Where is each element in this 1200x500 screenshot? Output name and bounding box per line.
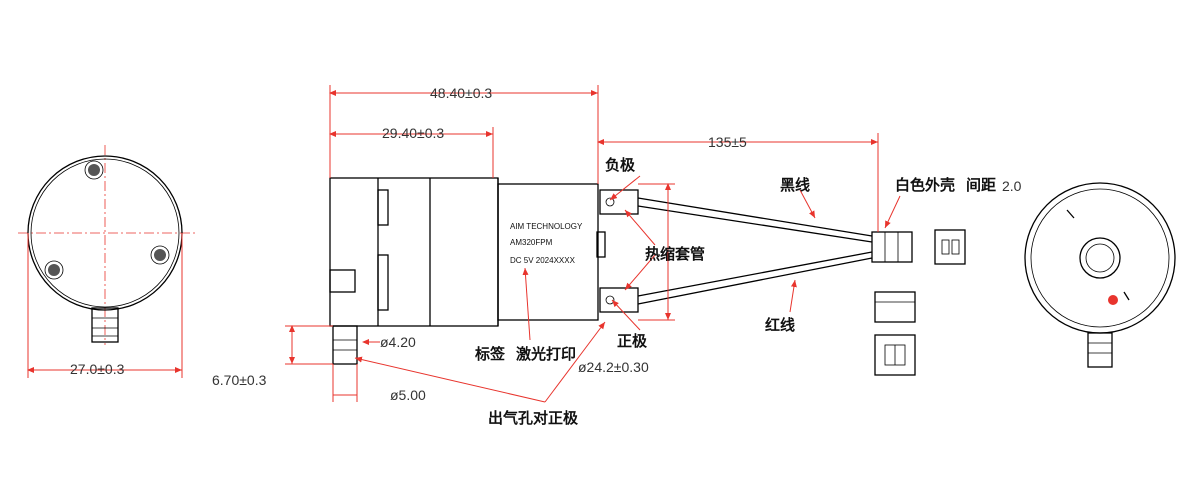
dim-nozzle-length: 6.70±0.3: [212, 372, 267, 388]
dim-diameter-front: 27.0±0.3: [70, 361, 125, 377]
right-end-view: [1024, 182, 1176, 368]
label-spacing: 间距: [966, 176, 996, 194]
dim-wire-length: 135±5: [708, 134, 747, 150]
motor-label-line2: AM320FPM: [510, 238, 553, 247]
label-laser-print: 激光打印: [516, 345, 576, 363]
left-end-view: 27.0±0.3: [18, 145, 195, 378]
positive-marker-icon: [1108, 295, 1118, 305]
dim-nozzle-outer: ø5.00: [390, 387, 426, 403]
dim-pitch: 2.0: [1002, 178, 1022, 194]
label-red-wire: 红线: [765, 316, 795, 334]
connector-parts: [874, 229, 966, 376]
side-view: [329, 177, 913, 365]
label-positive: 正极: [617, 332, 648, 350]
dim-motor-diameter: ø24.2±0.30: [578, 359, 649, 375]
label-black-wire: 黑线: [780, 176, 810, 194]
dim-nozzle-inner: ø4.20: [380, 334, 416, 350]
label-white-shell: 白色外壳: [895, 176, 955, 194]
label-heat-shrink: 热缩套管: [645, 245, 705, 263]
label-negative: 负极: [605, 156, 636, 174]
dim-body-length: 29.40±0.3: [382, 125, 444, 141]
motor-label-line1: AIM TECHNOLOGY: [510, 222, 583, 231]
label-tag: 标签: [474, 345, 506, 363]
dim-overall-length: 48.40±0.3: [430, 85, 492, 101]
motor-label-line3: DC 5V 2024XXXX: [510, 256, 576, 265]
label-outlet-positive: 出气孔对正极: [488, 409, 579, 427]
dimension-lines: [285, 85, 901, 403]
